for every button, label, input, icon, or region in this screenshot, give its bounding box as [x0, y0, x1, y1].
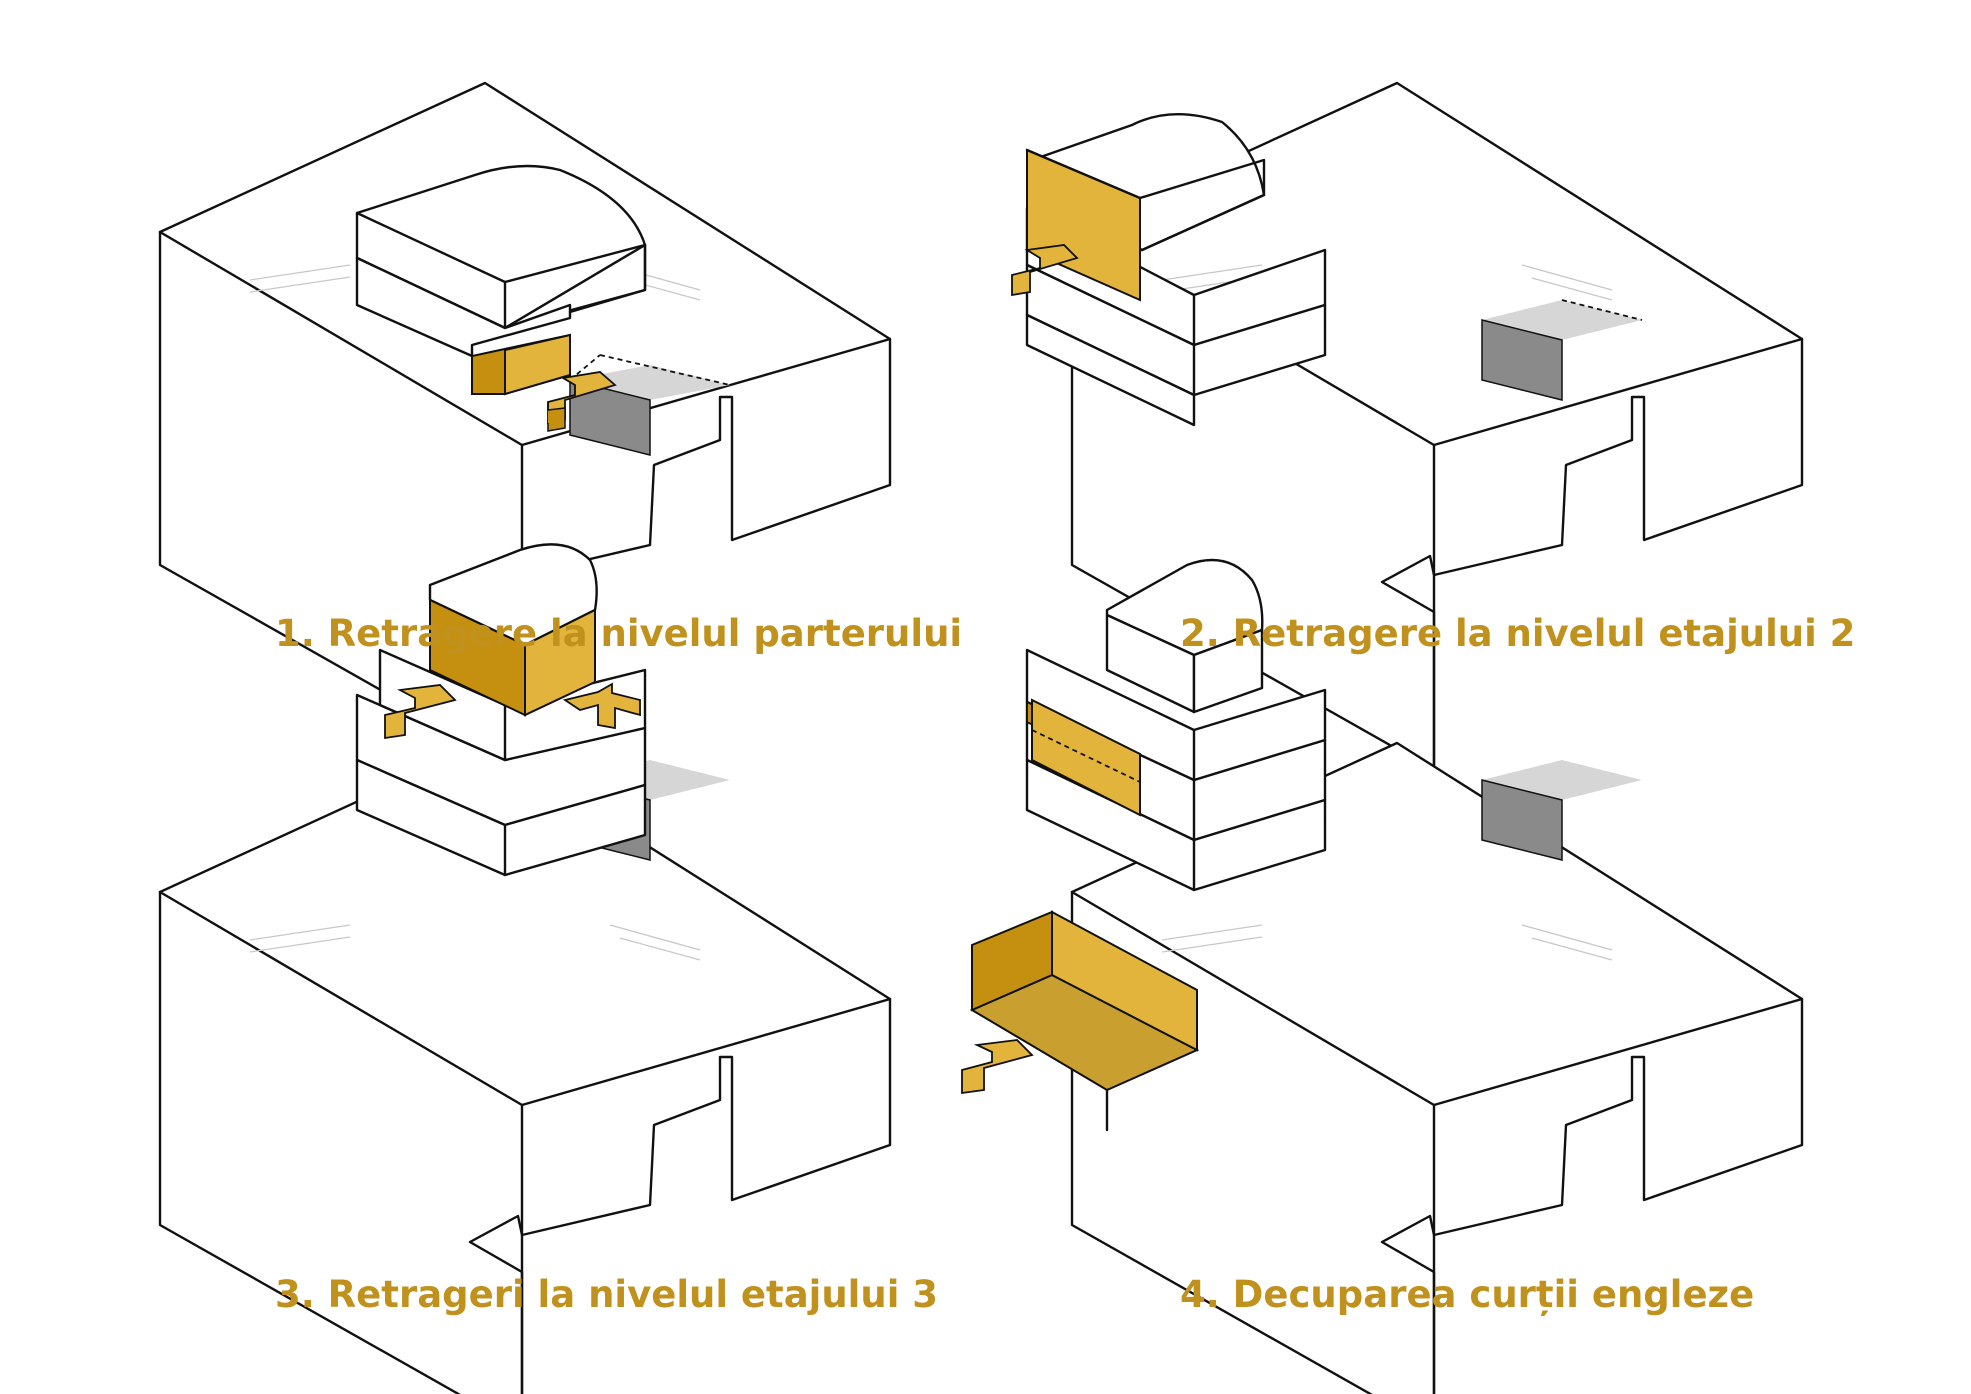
caption-2: 2. Retragere la nivelul etajului 2 — [1180, 612, 1855, 655]
arrow-icon — [547, 371, 617, 432]
building-mass — [355, 164, 647, 358]
english-courtyard-cut — [969, 698, 1200, 1132]
site-slab — [1070, 741, 1804, 1394]
panel-1-illustration — [158, 81, 892, 772]
site-slab — [158, 741, 892, 1394]
building-mass — [1025, 113, 1327, 427]
caption-1: 1. Retragere la nivelul parterului — [275, 612, 962, 655]
building-mass — [355, 543, 647, 877]
panel-3-illustration — [158, 543, 892, 1394]
arrow-icon — [961, 1039, 1034, 1095]
ground-recess — [1481, 299, 1643, 401]
arrow-icon — [562, 682, 641, 730]
third-floor-setback — [429, 598, 596, 717]
arrow-icon — [384, 684, 457, 740]
caption-4: 4. Decuparea curții engleze — [1180, 1273, 1754, 1316]
arrow-icon — [1011, 244, 1079, 297]
caption-3: 3. Retrageri la nivelul etajului 3 — [275, 1273, 938, 1316]
ground-recess — [1481, 760, 1642, 861]
panel-4-illustration — [961, 558, 1804, 1394]
ground-floor-setback — [471, 333, 571, 396]
building-mass — [1025, 558, 1327, 892]
ground-recess — [569, 354, 731, 456]
